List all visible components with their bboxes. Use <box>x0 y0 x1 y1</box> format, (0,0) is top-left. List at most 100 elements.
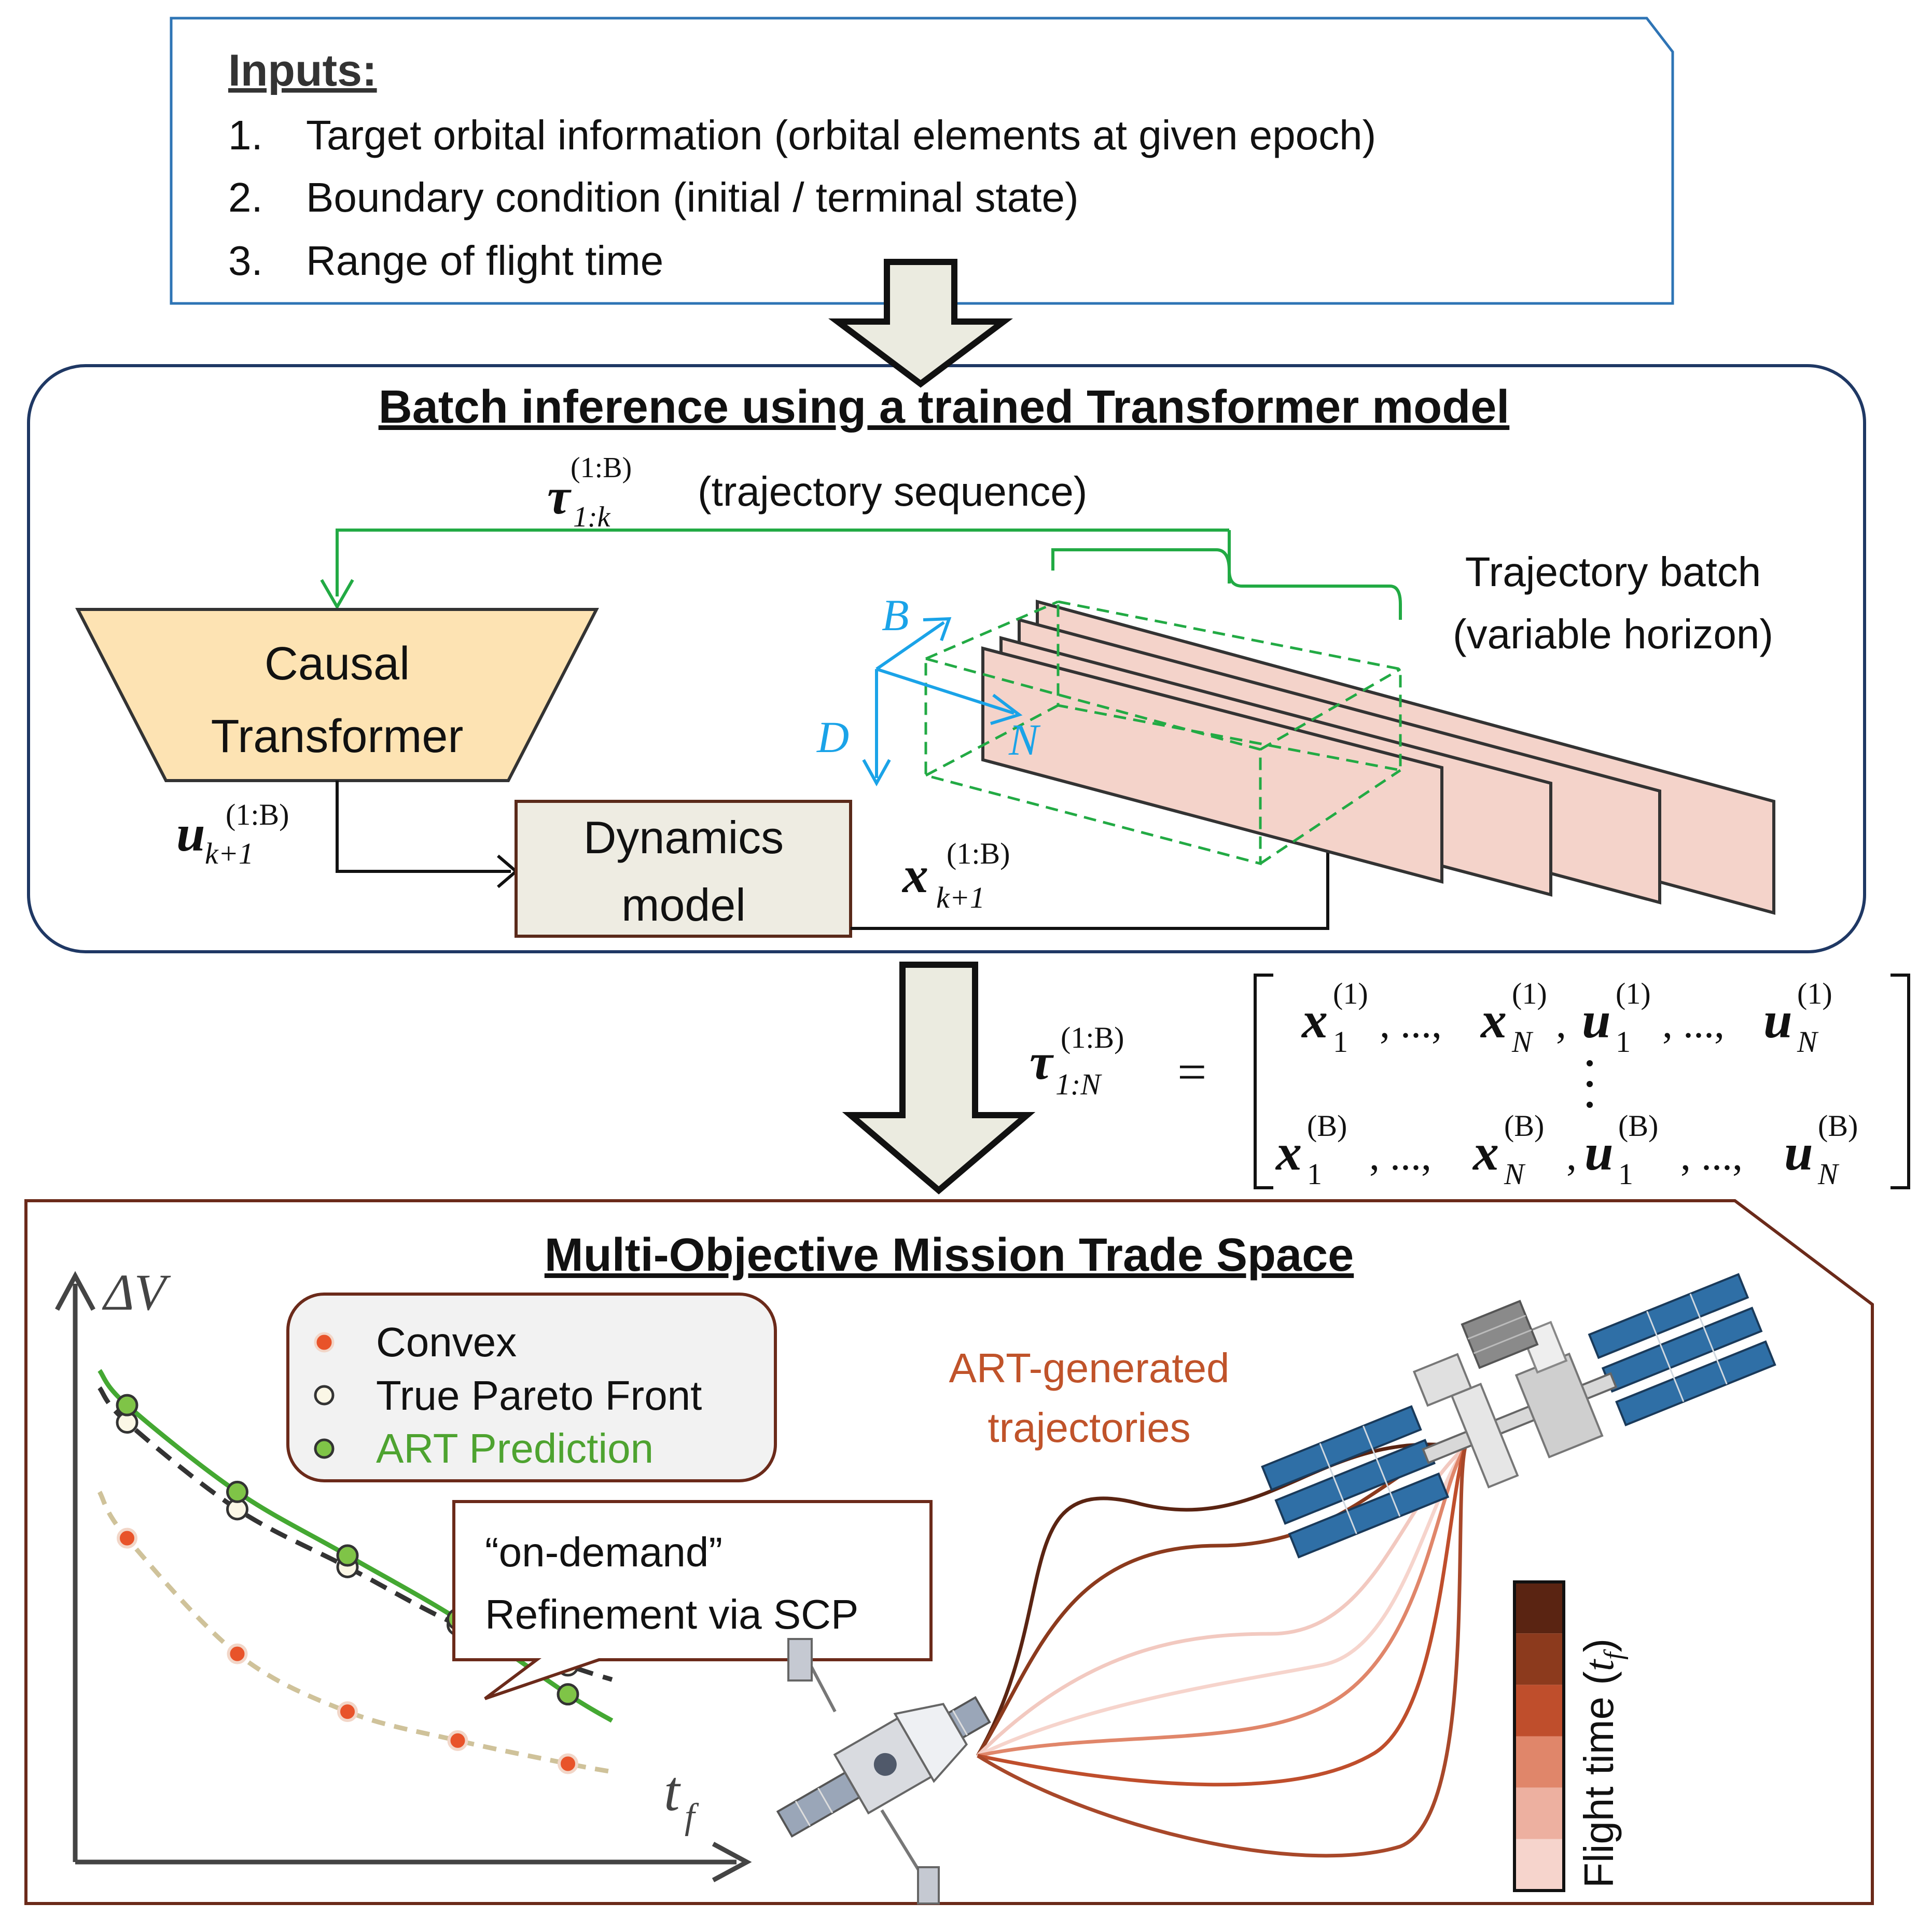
point-art-prediction-1 <box>116 1394 138 1416</box>
row1-un-sup: (1) <box>1797 977 1832 1010</box>
trade-section: Multi-Objective Mission Trade Space ΔV t… <box>24 1199 1874 1905</box>
flow-arrow-1 <box>828 259 1013 388</box>
row2-ellipsis-1: , ..., <box>1369 1133 1431 1179</box>
colorbar-label: Flight time (tf) <box>1576 1638 1629 1888</box>
row2-xn: x <box>1472 1123 1499 1181</box>
batch-title: Batch inference using a trained Transfor… <box>379 381 1510 433</box>
x-sup: (1:B) <box>947 837 1010 870</box>
bdn-axes <box>862 617 1023 787</box>
space-station-image <box>1261 1273 1776 1559</box>
point-art-prediction-3 <box>336 1544 359 1567</box>
row1-x1: x <box>1301 991 1328 1049</box>
colorbar-segment-6 <box>1514 1839 1564 1891</box>
point-convex-2 <box>227 1643 248 1664</box>
lhs-symbol: τ <box>1030 1033 1054 1090</box>
x-sub: k+1 <box>936 881 985 914</box>
colorbar-segment-1 <box>1514 1582 1564 1634</box>
art-generated-label-1: ART-generated <box>949 1345 1229 1391</box>
row1-x1-sub: 1 <box>1333 1025 1348 1059</box>
inputs-heading: Inputs: <box>228 46 377 95</box>
row1-u1: u <box>1582 991 1611 1049</box>
input-item-3-text: Range of flight time <box>306 238 663 284</box>
trajectory-3 <box>976 1446 1467 1757</box>
row1-comma: , <box>1556 1001 1566 1047</box>
trajectory-5 <box>977 1446 1467 1758</box>
matrix-row-1: x 1 (1) , ..., x N (1) , u 1 (1) , ..., … <box>1301 977 1832 1059</box>
axis-b-label: B <box>882 590 909 640</box>
feedback-arrowhead <box>320 579 354 610</box>
trade-title: Multi-Objective Mission Trade Space <box>545 1229 1354 1281</box>
axis-n-label: N <box>1008 715 1041 765</box>
row2-xn-sub: N <box>1504 1157 1526 1191</box>
legend-marker-art <box>314 1438 335 1459</box>
vdot-2 <box>1587 1081 1593 1087</box>
matrix-right-bracket <box>1891 974 1910 1189</box>
dynamics-label-1: Dynamics <box>583 812 784 863</box>
row2-un-sup: (B) <box>1818 1109 1858 1143</box>
flight-time-colorbar <box>1513 1580 1565 1892</box>
row1-un: u <box>1763 991 1792 1049</box>
row1-x1-sup: (1) <box>1333 977 1368 1010</box>
point-convex-1 <box>117 1527 137 1549</box>
vdot-3 <box>1587 1102 1593 1108</box>
input-item-2-num: 2. <box>228 174 263 220</box>
seq-sup: (1:B) <box>571 452 632 484</box>
trajectory-matrix-equation: τ 1:N (1:B) = x 1 (1) , ..., x N (1) , u… <box>1030 974 1910 1191</box>
batch-dashed-box <box>924 600 1402 866</box>
colorbar-label-close: ) <box>1576 1638 1622 1652</box>
row1-ellipsis-2: , ..., <box>1662 1001 1725 1047</box>
causal-transformer-block <box>75 608 599 782</box>
art-generated-label-2: trajectories <box>988 1405 1190 1451</box>
u-symbol: u <box>176 804 205 862</box>
x-flow-line <box>851 827 1329 930</box>
row2-un: u <box>1784 1123 1813 1181</box>
traj-batch-label-1: Trajectory batch <box>1465 549 1761 595</box>
input-item-2-text: Boundary condition (initial / terminal s… <box>306 174 1079 220</box>
row1-u1-sup: (1) <box>1616 977 1651 1010</box>
chart-axes <box>55 1271 752 1882</box>
x-symbol: x <box>901 846 928 904</box>
u-sub: k+1 <box>205 837 254 870</box>
matrix-left-bracket <box>1254 974 1273 1189</box>
input-item-1-text: Target orbital information (orbital elem… <box>306 112 1376 158</box>
colorbar-label-symbol: t <box>1577 1659 1622 1671</box>
row1-ellipsis-1: , ..., <box>1380 1001 1442 1047</box>
trajectory-4 <box>977 1446 1467 1758</box>
trajectory-7 <box>977 1447 1467 1858</box>
colorbar-label-text: Flight time ( <box>1576 1671 1622 1888</box>
x-axis-label: t <box>664 1759 681 1823</box>
colorbar-segment-2 <box>1514 1633 1564 1685</box>
point-convex-4 <box>447 1730 468 1751</box>
spacecraft-image <box>776 1638 991 1905</box>
lhs-sub: 1:N <box>1055 1067 1102 1101</box>
legend-box <box>286 1293 777 1482</box>
row2-u1-sup: (B) <box>1618 1109 1658 1143</box>
chart-points <box>116 1394 579 1774</box>
row2-comma: , <box>1566 1133 1577 1179</box>
legend-label-convex: Convex <box>376 1319 517 1365</box>
input-item-3-num: 3. <box>228 238 263 284</box>
transformer-label-1: Causal <box>265 638 410 690</box>
u-sup: (1:B) <box>226 798 289 831</box>
traj-batch-label-2: (variable horizon) <box>1453 611 1773 657</box>
point-art-prediction-2 <box>226 1480 248 1503</box>
trajectory-panel-1 <box>981 646 1443 884</box>
flow-arrow-2 <box>842 962 1036 1194</box>
input-item-1-num: 1. <box>228 112 263 158</box>
seq-label: (trajectory sequence) <box>698 468 1087 515</box>
colorbar-segment-5 <box>1514 1787 1564 1839</box>
legend-marker-pareto <box>314 1385 335 1406</box>
colorbar-frame <box>1513 1580 1565 1892</box>
batch-section: Batch inference using a trained Transfor… <box>27 259 1866 953</box>
batch-brace <box>1051 548 1402 620</box>
row2-x1: x <box>1275 1123 1302 1181</box>
colorbar-segment-4 <box>1514 1736 1564 1788</box>
dynamics-model-block <box>515 800 852 938</box>
u-flow-line <box>336 781 511 873</box>
legend-label-pareto: True Pareto Front <box>376 1372 702 1419</box>
row2-x1-sup: (B) <box>1307 1109 1347 1143</box>
row2-un-sub: N <box>1817 1157 1840 1191</box>
y-axis-label: ΔV <box>102 1263 171 1321</box>
